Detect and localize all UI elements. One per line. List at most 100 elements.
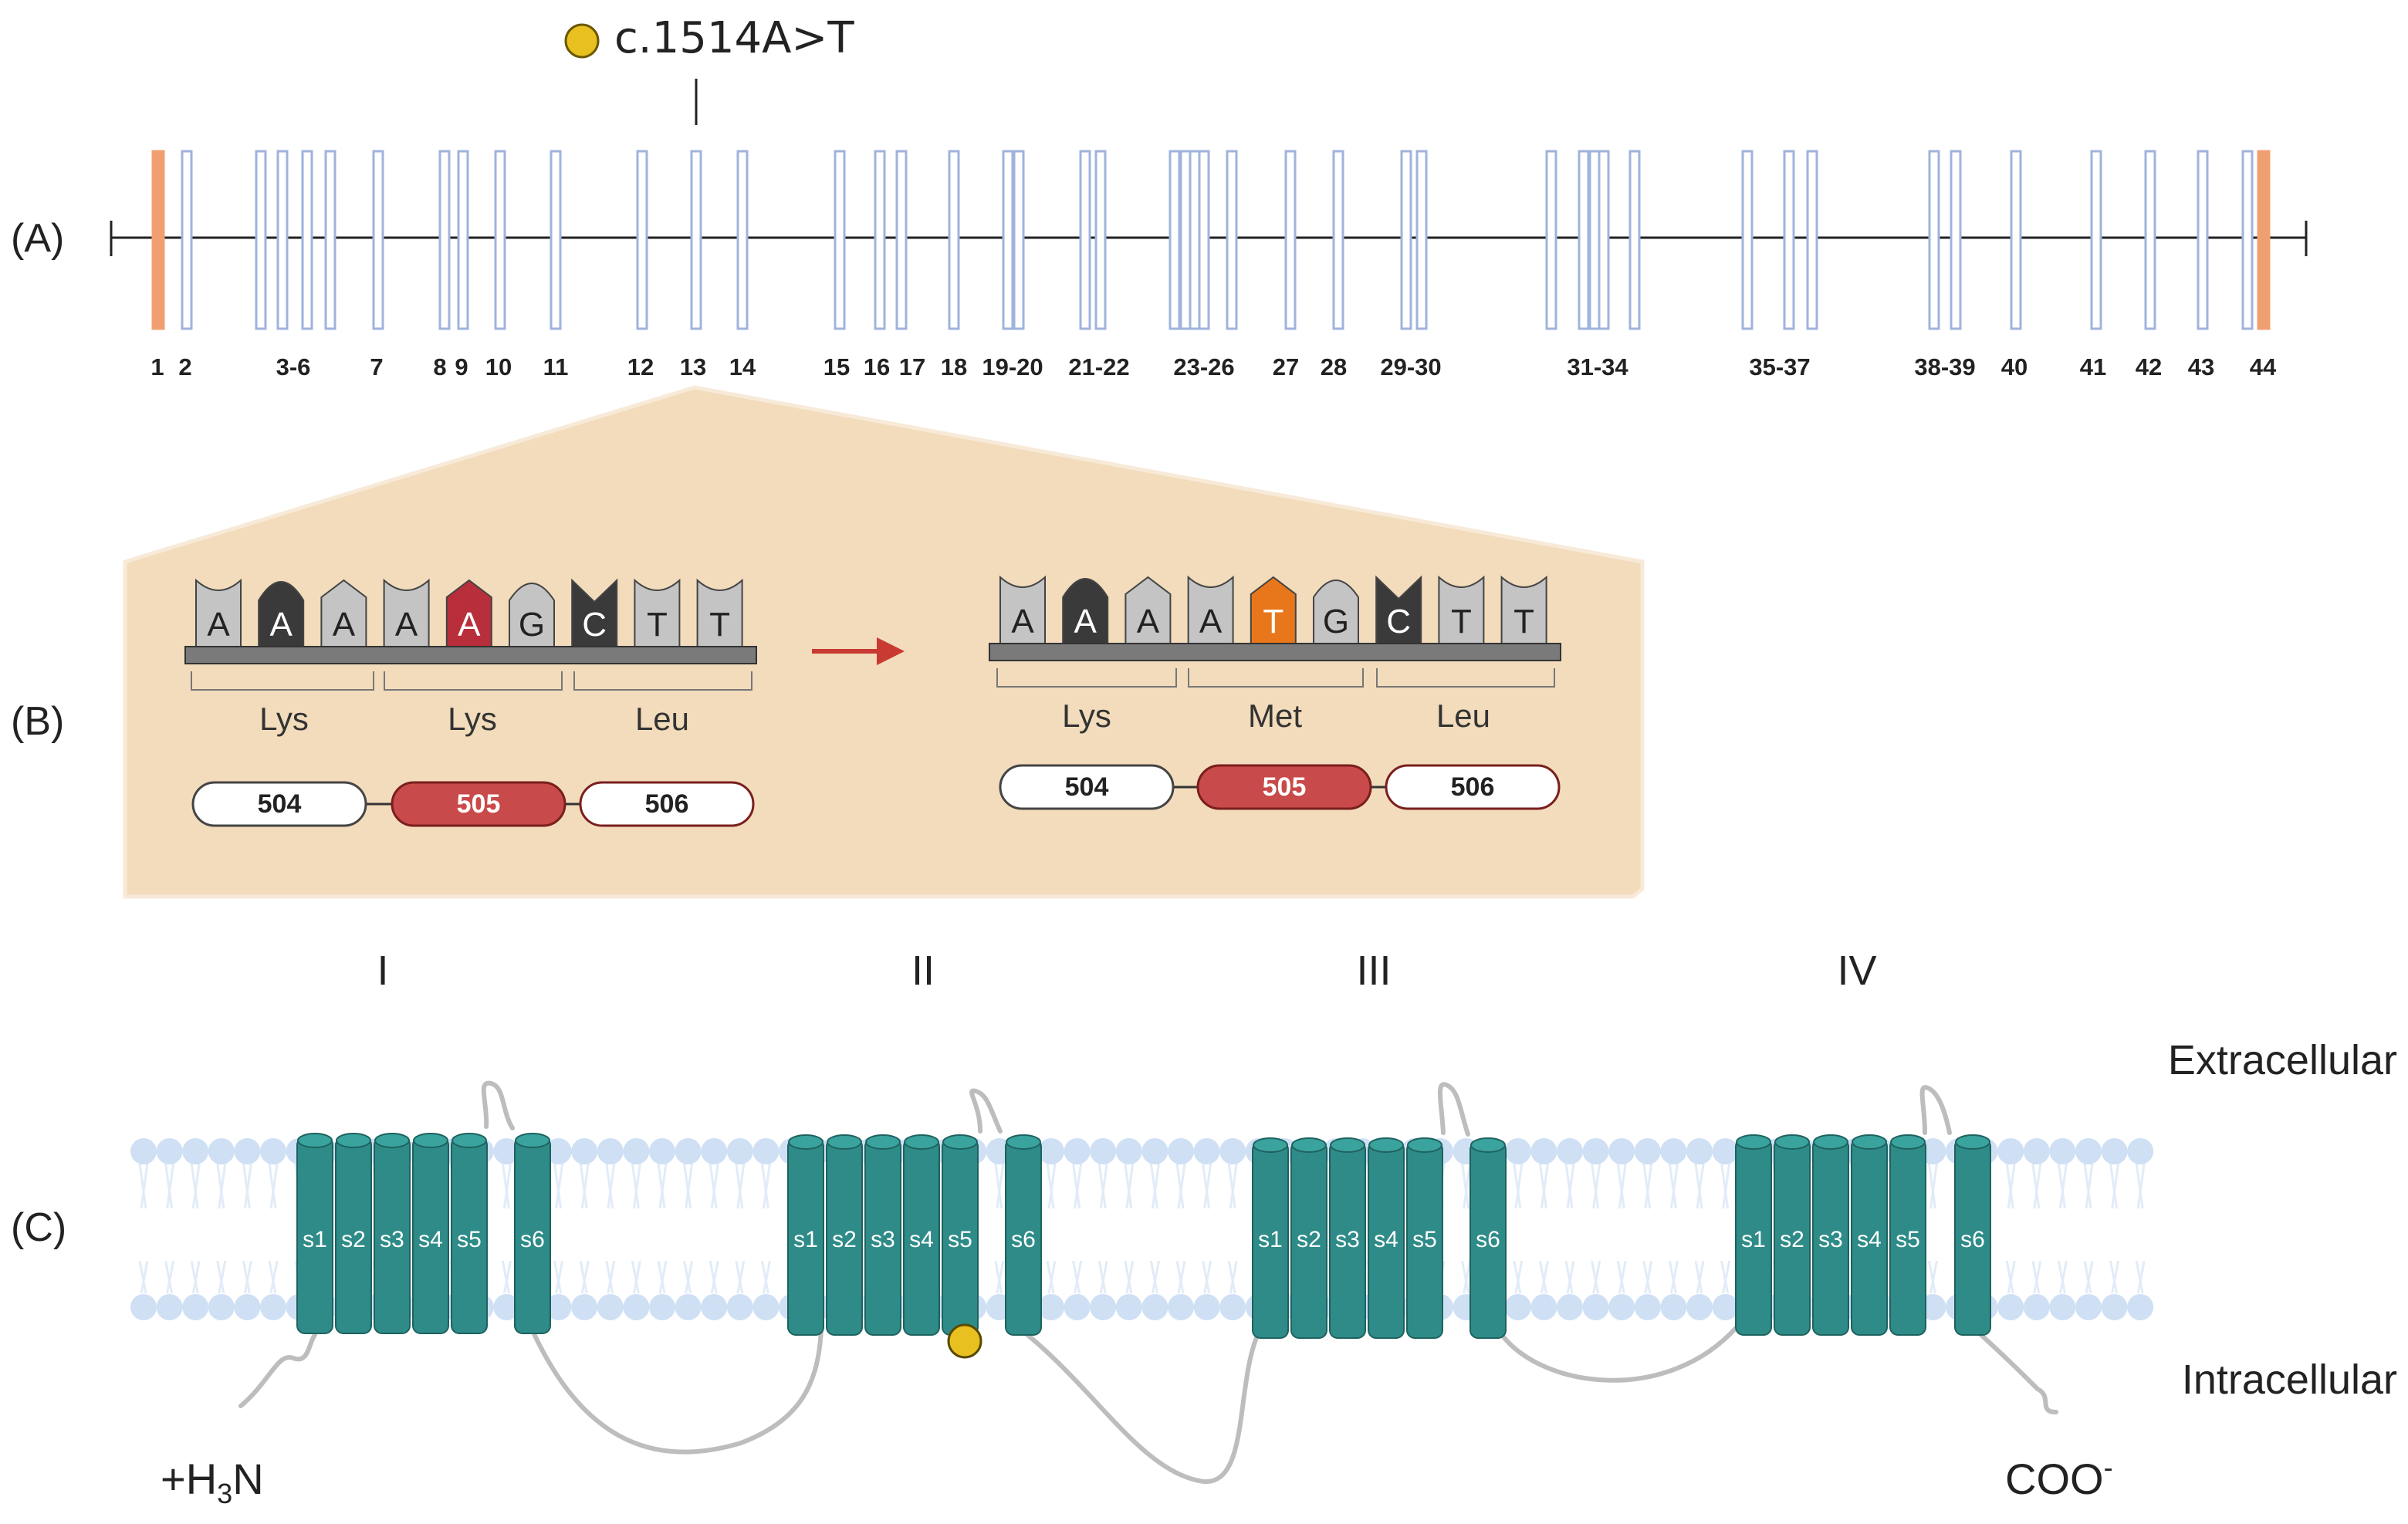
exon xyxy=(2090,150,2102,330)
lipid-tail xyxy=(1097,1260,1107,1294)
mutant-nucleotide-letter: T xyxy=(1263,603,1283,640)
lipid-tail xyxy=(658,1163,668,1209)
lipid-tail xyxy=(2085,1163,2094,1209)
lipid-tail xyxy=(191,1163,201,1209)
lipid-head xyxy=(2127,1138,2154,1164)
lipid-tail xyxy=(1097,1163,1107,1209)
lipid-tail xyxy=(1047,1260,1057,1294)
lipid-head xyxy=(2049,1138,2076,1164)
lipid-tail xyxy=(2057,1260,2066,1294)
lipid-head xyxy=(156,1294,183,1320)
lipid-tail xyxy=(555,1260,564,1294)
helix-label: s1 xyxy=(1741,1227,1766,1252)
exon xyxy=(1598,150,1610,330)
helix-label: s3 xyxy=(1335,1227,1360,1252)
lipid-tail xyxy=(269,1260,279,1294)
exon xyxy=(1400,150,1412,330)
lipid-tail xyxy=(1616,1260,1625,1294)
mutant-nucleotide-letter: T xyxy=(1451,603,1472,640)
lipid-head xyxy=(2101,1294,2128,1320)
lipid-tail xyxy=(140,1163,149,1209)
lipid-head xyxy=(1038,1138,1064,1164)
exon xyxy=(1806,150,1818,330)
exon xyxy=(1079,150,1091,330)
mutant-nucleotide-letter: C xyxy=(1386,603,1411,640)
helix-cap xyxy=(374,1133,410,1148)
lipid-tail xyxy=(2031,1163,2041,1209)
helix-cap xyxy=(1470,1137,1506,1153)
mutant-residue-506 xyxy=(1385,764,1561,810)
n-terminus-prefix: +H xyxy=(161,1455,217,1503)
lipid-tail xyxy=(1461,1260,1470,1294)
exon xyxy=(2197,150,2209,330)
mutant-nucleotide-letter: A xyxy=(1137,603,1160,640)
lipid-tail xyxy=(1149,1163,1158,1209)
mutant-nucleotide-tile xyxy=(1313,580,1359,644)
mutation-site-marker-icon xyxy=(947,1323,982,1359)
exon xyxy=(1189,150,1201,330)
lipid-tail xyxy=(2083,1163,2092,1209)
exon xyxy=(1226,150,1238,330)
lipid-tail xyxy=(994,1163,1003,1209)
protein-loop xyxy=(1500,1325,1739,1383)
mutant-codon-label: Leu xyxy=(1436,698,1490,734)
helix-cap xyxy=(1774,1134,1810,1150)
exon-label: 17 xyxy=(899,353,925,380)
exon-label: 27 xyxy=(1273,353,1299,380)
lipid-tail xyxy=(216,1163,225,1209)
lipid-tail xyxy=(1175,1260,1185,1294)
reference-codon-label: Lys xyxy=(448,701,497,737)
helix-cap xyxy=(788,1134,824,1150)
lipid-tail xyxy=(218,1163,227,1209)
exon xyxy=(1284,150,1297,330)
lipid-head xyxy=(2049,1294,2076,1320)
exon xyxy=(895,150,908,330)
lipid-tail xyxy=(1644,1163,1653,1209)
lipid-head xyxy=(701,1138,728,1164)
mutation-callout: c.1514A>T xyxy=(564,13,854,125)
reference-residue-label: 506 xyxy=(645,789,689,819)
exon-label: 29-30 xyxy=(1380,353,1441,380)
exon-label: 7 xyxy=(370,353,383,380)
utr-exon xyxy=(151,150,165,330)
helix-label: s5 xyxy=(1896,1227,1920,1252)
lipid-tail xyxy=(762,1163,771,1209)
protein-loops xyxy=(238,1080,2058,1485)
exon-label: 23-26 xyxy=(1173,353,1234,380)
lipid-tail xyxy=(1564,1260,1574,1294)
lipid-head xyxy=(1168,1138,1194,1164)
lipid-tail xyxy=(1463,1163,1472,1209)
lipid-tail xyxy=(166,1260,175,1294)
helix-label: s1 xyxy=(793,1227,818,1252)
lipid-tail xyxy=(164,1260,174,1294)
lipid-tail xyxy=(1616,1163,1625,1209)
lipid-tail xyxy=(1927,1163,1936,1209)
lipid-tail xyxy=(683,1163,692,1209)
lipid-tail xyxy=(631,1163,640,1209)
helix-cap xyxy=(1253,1137,1288,1153)
reference-dna-strand xyxy=(184,646,757,664)
exon-label: 41 xyxy=(2080,353,2106,380)
lipid-tail xyxy=(1151,1163,1160,1209)
reference-residue-505 xyxy=(391,781,566,827)
exon-label: 38-39 xyxy=(1914,353,1975,380)
lipid-head xyxy=(1193,1294,1220,1320)
lipid-tail xyxy=(1125,1163,1135,1209)
lipid-tail xyxy=(2005,1260,2014,1294)
lipid-tail xyxy=(2033,1163,2042,1209)
lipid-tail xyxy=(760,1163,769,1209)
lipid-tail xyxy=(2135,1163,2144,1209)
lipid-head xyxy=(752,1138,780,1164)
lipid-head xyxy=(1712,1294,1739,1320)
exon-label: 40 xyxy=(2001,353,2028,380)
lipid-tail xyxy=(1202,1260,1211,1294)
exon xyxy=(1094,150,1107,330)
panel-label-c: (C) xyxy=(11,1205,66,1250)
lipid-head xyxy=(1219,1138,1246,1164)
exon-label: 13 xyxy=(680,353,706,380)
exon xyxy=(550,150,562,330)
helix-cap xyxy=(1330,1137,1365,1153)
